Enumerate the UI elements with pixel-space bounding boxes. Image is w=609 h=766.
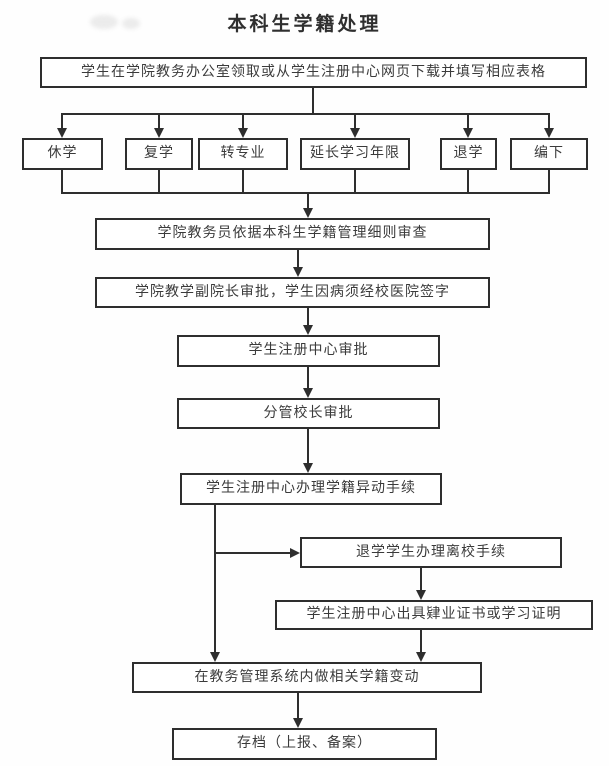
box-withdrawal-checkout: 退学学生办理离校手续 <box>300 537 562 568</box>
connector-line <box>242 113 244 130</box>
category-box-withdrawal: 退学 <box>440 138 497 170</box>
connector-line <box>297 693 299 720</box>
page-title: 本科生学籍处理 <box>227 14 382 35</box>
connector-line <box>307 192 309 209</box>
arrow-down-icon <box>303 463 313 473</box>
connector-line <box>307 308 309 327</box>
arrow-down-icon <box>463 128 473 138</box>
connector-line <box>297 250 299 269</box>
connector-line <box>467 170 469 194</box>
category-box-major-transfer: 转专业 <box>198 138 288 170</box>
connector-line <box>62 192 550 194</box>
box-certificate-issue: 学生注册中心出具肄业证书或学习证明 <box>275 600 593 630</box>
connector-line <box>214 505 216 653</box>
arrow-down-icon <box>416 652 426 662</box>
connector-line <box>214 552 292 554</box>
connector-line <box>61 113 63 130</box>
connector-line <box>158 170 160 194</box>
connector-line <box>312 88 314 113</box>
connector-line <box>62 113 550 115</box>
box-vice-dean-approval: 学院教学副院长审批，学生因病须经校医院签字 <box>95 277 490 308</box>
arrow-down-icon <box>303 325 313 335</box>
category-box-study-extension: 延长学习年限 <box>300 138 410 170</box>
box-form-collection: 学生在学院教务办公室领取或从学生注册中心网页下载并填写相应表格 <box>40 57 587 88</box>
arrow-down-icon <box>293 718 303 728</box>
connector-line <box>548 170 550 194</box>
watermark-smudge <box>122 18 140 29</box>
connector-line <box>307 367 309 390</box>
connector-line <box>420 568 422 592</box>
connector-line <box>242 170 244 194</box>
arrow-down-icon <box>303 388 313 398</box>
arrow-down-icon <box>57 128 67 138</box>
box-advisor-review: 学院教务员依据本科生学籍管理细则审查 <box>95 218 490 250</box>
box-vice-president-approval: 分管校长审批 <box>177 398 440 429</box>
arrow-down-icon <box>293 267 303 277</box>
arrow-down-icon <box>416 590 426 600</box>
connector-line <box>61 170 63 194</box>
arrow-down-icon <box>350 128 360 138</box>
box-status-change: 学生注册中心办理学籍异动手续 <box>180 473 442 505</box>
category-box-resumption: 复学 <box>125 138 193 170</box>
arrow-down-icon <box>154 128 164 138</box>
box-archive: 存档（上报、备案） <box>172 728 437 760</box>
arrow-down-icon <box>544 128 554 138</box>
connector-line <box>548 113 550 130</box>
watermark-smudge <box>90 15 118 29</box>
category-box-suspension: 休学 <box>22 138 103 170</box>
box-registration-center-approval: 学生注册中心审批 <box>177 335 440 367</box>
arrow-right-icon <box>290 548 300 558</box>
connector-line <box>158 113 160 130</box>
category-box-grade-demotion: 编下 <box>510 138 588 170</box>
arrow-down-icon <box>238 128 248 138</box>
connector-line <box>467 113 469 130</box>
connector-line <box>307 429 309 465</box>
arrow-down-icon <box>303 208 313 218</box>
connector-line <box>420 630 422 654</box>
arrow-down-icon <box>210 652 220 662</box>
box-system-update: 在教务管理系统内做相关学籍变动 <box>132 662 482 693</box>
connector-line <box>354 170 356 194</box>
connector-line <box>354 113 356 130</box>
